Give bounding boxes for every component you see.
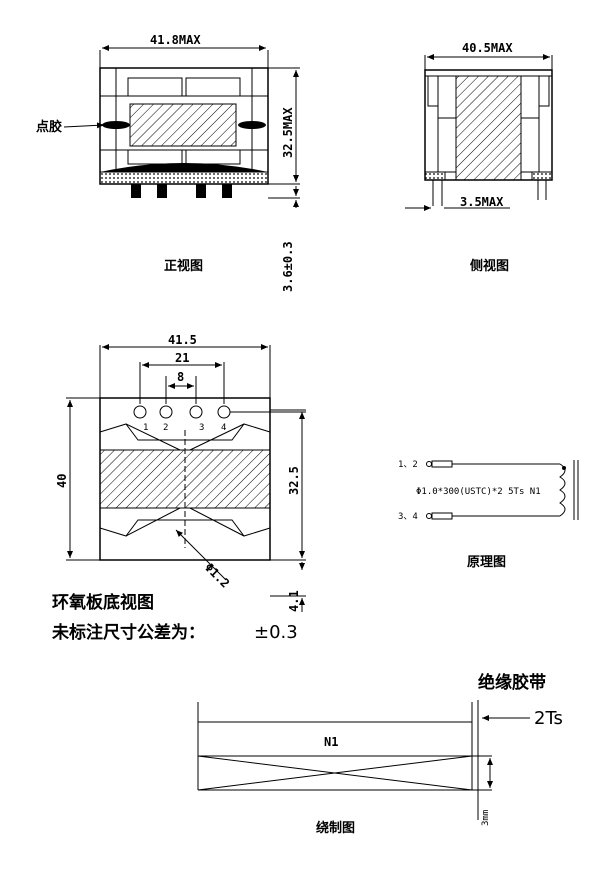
bottom-core-label: 32.5 (287, 466, 301, 495)
pin-2-label: 2 (163, 423, 168, 433)
terminal-bottom-label: 3、4 (398, 512, 418, 522)
bottom-width-label: 41.5 (168, 333, 197, 347)
front-view-caption: 正视图 (164, 258, 203, 274)
bottom-view-caption: 环氧板底视图 (52, 592, 154, 613)
side-width-label: 40.5MAX (462, 41, 513, 55)
bottom-edge-label: 4.1 (287, 590, 301, 612)
front-pin-label: 3.6±0.3 (281, 241, 295, 292)
glue-label: 点胶 (36, 119, 62, 135)
pin-4-label: 4 (221, 423, 226, 433)
side-view-caption: 侧视图 (470, 258, 509, 274)
side-pin-label: 3.5MAX (460, 195, 504, 209)
front-width-label: 41.8MAX (150, 33, 201, 47)
winding-caption: 绕制图 (316, 820, 355, 836)
turns-label: 2Ts (534, 708, 563, 729)
tolerance-prefix: 未标注尺寸公差为： (51, 622, 205, 643)
pin-3-label: 3 (199, 423, 204, 433)
tolerance-value: ±0.3 (254, 622, 298, 643)
winding-name: N1 (324, 735, 338, 749)
terminal-top-label: 1、2 (398, 460, 418, 470)
bottom-view: 41.5 21 8 1 2 3 4 40 (51, 333, 306, 643)
pin-1-label: 1 (143, 423, 148, 433)
bottom-pitch-outer: 21 (175, 351, 189, 365)
winding-spec: Φ1.0*300(USTC)*2 5Ts N1 (416, 487, 541, 497)
bottom-pitch-inner: 8 (177, 370, 184, 384)
winding-diagram: 绝缘胶带 2Ts N1 3mm 绕制图 (197, 672, 563, 836)
schematic-caption: 原理图 (467, 555, 506, 570)
margin-label: 3mm (481, 810, 491, 826)
front-height-label: 32.5MAX (281, 107, 295, 158)
bottom-hole-label: Φ1.2 (202, 560, 232, 590)
bottom-height-label: 40 (55, 474, 69, 488)
side-view: 40.5MAX 3.5MAX 侧视图 (405, 41, 553, 274)
front-view: 41.8MAX 点胶 32.5MAX (36, 33, 300, 292)
schematic: 1、2 3、4 Φ1.0*300(USTC)*2 5Ts N1 原理图 (398, 460, 579, 570)
tape-label: 绝缘胶带 (478, 672, 546, 693)
